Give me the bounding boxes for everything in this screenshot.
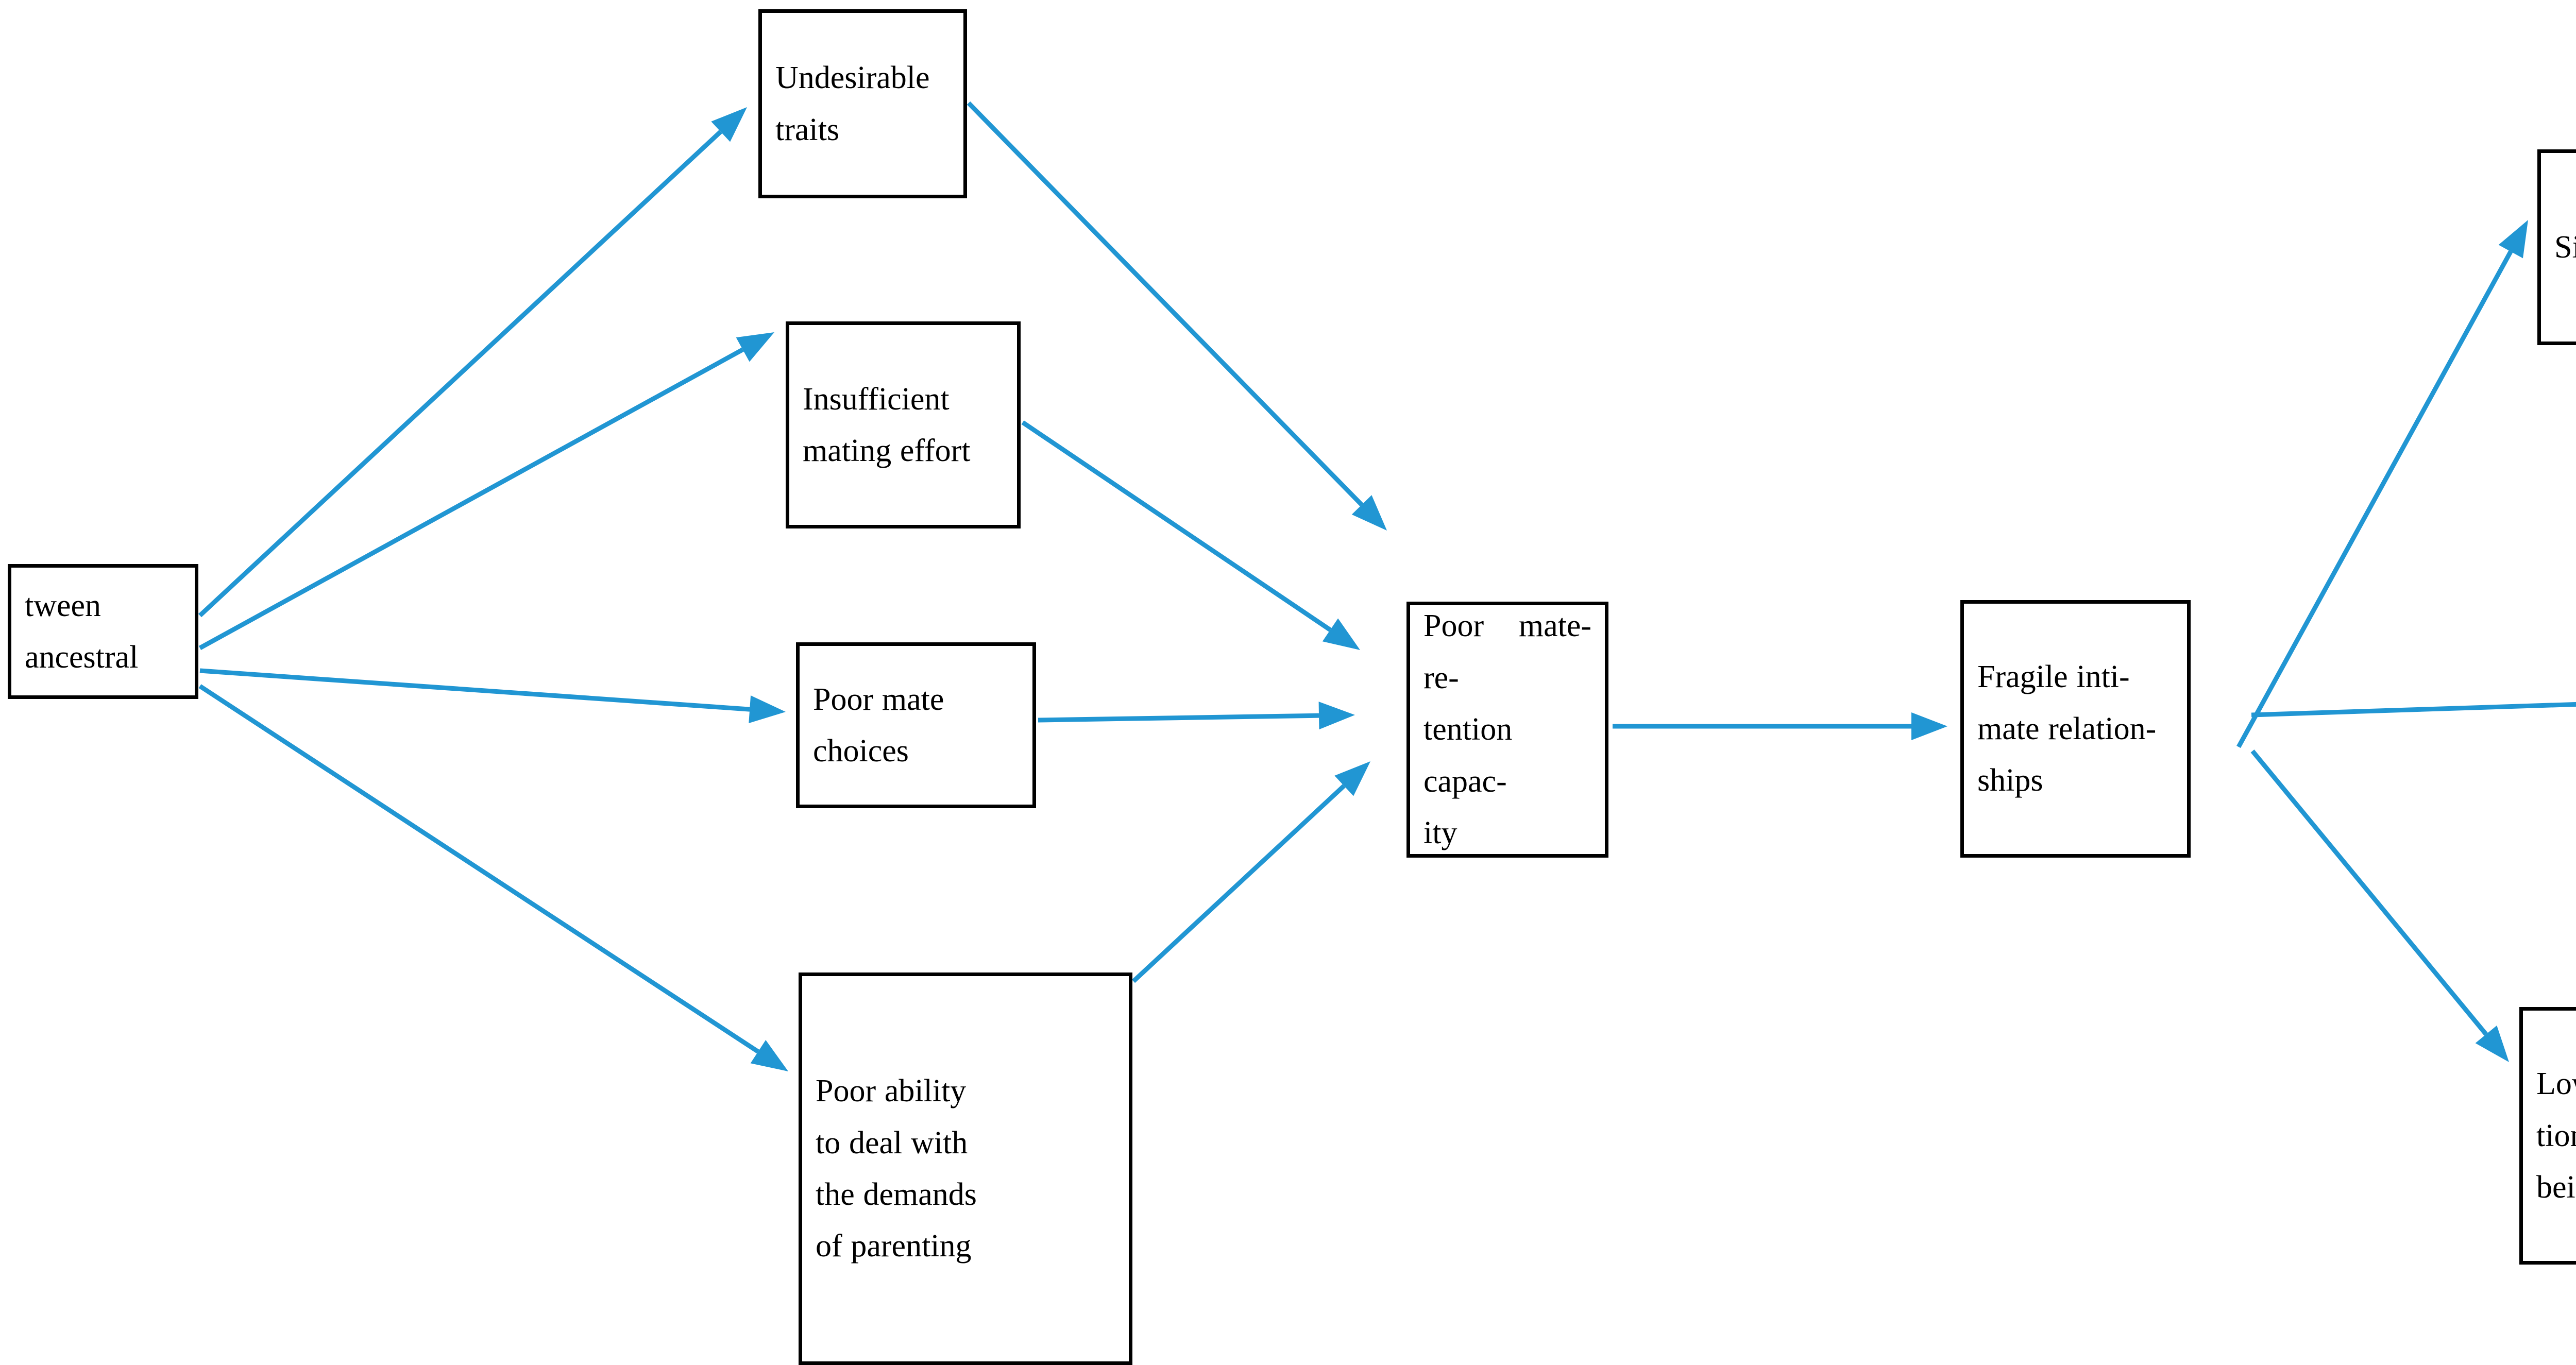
node-mismatch-label: Mismatch be- tween ancestral and modern … [25, 568, 177, 695]
edge-arrow [1131, 761, 1370, 983]
node-poor-mate-choices-label: Poor mate choices [813, 681, 944, 769]
edge-arrow [2236, 220, 2528, 748]
node-poor-mate-retention[interactable]: Poor mate-re- tention capac- ity [1406, 602, 1608, 858]
edge-arrow [1038, 702, 1355, 730]
node-poor-parenting-ability[interactable]: Poor ability to deal with the demands of… [799, 972, 1132, 1365]
arrowhead-icon [736, 332, 774, 362]
node-singlehood-label: Singlehood [2554, 229, 2576, 265]
node-low-emotional-wellbeing[interactable]: Low emo- tional well- being [2519, 1007, 2576, 1265]
edge-arrow [2251, 702, 2576, 718]
edge-arrow [1613, 712, 1947, 740]
edge-arrow [198, 107, 747, 618]
node-poor-parenting-ability-label: Poor ability to deal with the demands of… [816, 1073, 977, 1264]
node-undesirable-traits[interactable]: Undesirable traits [758, 9, 967, 198]
node-poor-mate-choices[interactable]: Poor mate choices [796, 642, 1036, 808]
edge-arrow [199, 668, 786, 724]
node-undesirable-traits-label: Undesirable traits [775, 60, 930, 147]
arrowhead-icon [1334, 761, 1370, 796]
arrowhead-icon [2498, 220, 2528, 259]
node-singlehood[interactable]: Singlehood [2537, 149, 2576, 345]
node-poor-mate-retention-label: Poor mate-re- tention capac- ity [1423, 608, 1591, 851]
node-mismatch[interactable]: Mismatch be- tween ancestral and modern … [8, 564, 198, 699]
node-insufficient-mating-effort-label: Insufficient mating effort [803, 381, 971, 468]
arrowhead-icon [1351, 495, 1387, 531]
node-insufficient-mating-effort[interactable]: Insufficient mating effort [786, 321, 1021, 528]
arrowhead-icon [711, 107, 747, 142]
arrowhead-icon [750, 1040, 788, 1071]
edge-arrow [2250, 749, 2509, 1062]
arrowhead-icon [2475, 1025, 2509, 1062]
arrowhead-icon [1318, 702, 1355, 730]
edge-arrow [198, 684, 788, 1071]
arrowhead-icon [749, 695, 786, 724]
arrowhead-icon [1322, 618, 1360, 650]
node-low-emotional-wellbeing-label: Low emo- tional well- being [2536, 1066, 2576, 1205]
edge-arrow [1021, 420, 1360, 650]
node-fragile-intimate-relationships-label: Fragile inti- mate relation- ships [1977, 659, 2157, 798]
edge-arrow [967, 101, 1387, 531]
edge-arrow [198, 332, 774, 650]
arrowhead-icon [1911, 712, 1947, 740]
node-fragile-intimate-relationships[interactable]: Fragile inti- mate relation- ships [1960, 600, 2191, 858]
